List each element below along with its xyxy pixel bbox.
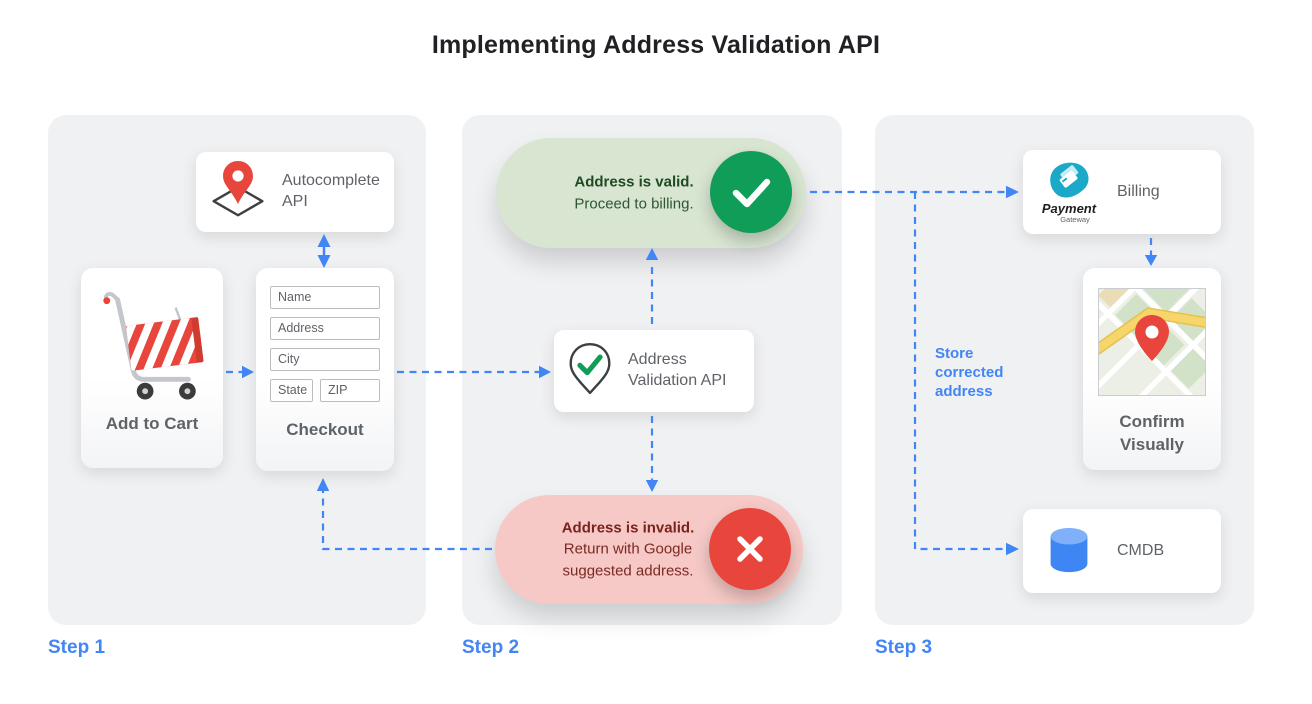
address-invalid-text: Address is invalid. Return with Google s… xyxy=(543,517,713,582)
city-field: City xyxy=(270,348,380,371)
name-field: Name xyxy=(270,286,380,309)
step2-panel: Address is valid. Proceed to billing. Ad… xyxy=(462,115,842,625)
address-valid-heading: Address is valid. xyxy=(574,173,694,191)
confirm-visually-label: Confirm Visually xyxy=(1119,412,1185,454)
step3-panel: Payment Gateway Billing xyxy=(875,115,1254,625)
payment-gateway-logo: Payment Gateway xyxy=(1036,160,1102,224)
add-to-cart-card: Add to Cart xyxy=(81,268,223,468)
checkout-form: Name Address City State ZIP xyxy=(270,286,380,402)
payment-logo-subtitle: Gateway xyxy=(1060,215,1090,224)
database-cylinder-icon xyxy=(1036,526,1102,576)
address-validation-api-label: Address Validation API xyxy=(628,351,727,389)
state-field: State xyxy=(270,379,313,402)
checkout-card: Name Address City State ZIP Checkout xyxy=(256,268,394,471)
address-valid-body: Proceed to billing. xyxy=(574,195,694,212)
address-invalid-pill: Address is invalid. Return with Google s… xyxy=(495,495,803,604)
cmdb-card: CMDB xyxy=(1023,509,1221,593)
step1-panel: Autocomplete API xyxy=(48,115,426,625)
address-field: Address xyxy=(270,317,380,340)
map-pin-diamond-icon xyxy=(209,159,267,226)
address-invalid-body: Return with Google suggested address. xyxy=(562,540,694,580)
address-invalid-heading: Address is invalid. xyxy=(561,518,695,536)
step3-label: Step 3 xyxy=(875,637,933,658)
map-thumbnail xyxy=(1055,245,1235,425)
zip-field: ZIP xyxy=(320,379,380,402)
add-to-cart-label: Add to Cart xyxy=(105,414,199,433)
x-icon xyxy=(709,508,791,590)
address-valid-pill: Address is valid. Proceed to billing. xyxy=(496,138,806,248)
payment-logo-title: Payment xyxy=(1041,201,1097,216)
map-pin-check-icon xyxy=(567,341,613,402)
billing-card: Payment Gateway Billing xyxy=(1023,150,1221,234)
check-icon xyxy=(710,151,792,233)
address-validation-api-card: Address Validation API xyxy=(554,330,754,412)
confirm-visually-card: Confirm Visually xyxy=(1055,245,1235,470)
page-title: Implementing Address Validation API xyxy=(431,31,881,59)
billing-label: Billing xyxy=(1117,182,1160,200)
autocomplete-api-card: Autocomplete API xyxy=(196,152,394,232)
address-valid-text: Address is valid. Proceed to billing. xyxy=(549,171,719,215)
step2-label: Step 2 xyxy=(462,637,520,658)
shopping-cart-icon xyxy=(93,282,211,405)
step1-label: Step 1 xyxy=(48,637,106,658)
cmdb-label: CMDB xyxy=(1117,541,1165,559)
store-corrected-address-note: Store corrected address xyxy=(935,345,1004,400)
checkout-label: Checkout xyxy=(286,420,364,439)
autocomplete-api-label: Autocomplete API xyxy=(282,172,380,210)
